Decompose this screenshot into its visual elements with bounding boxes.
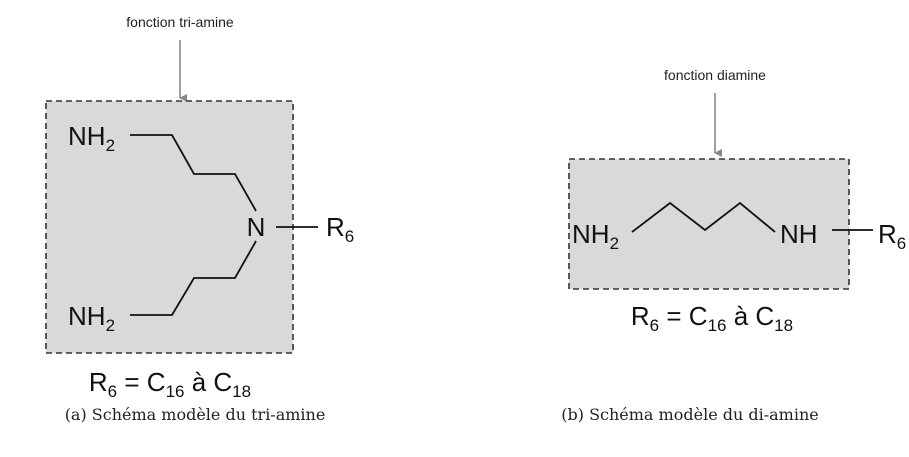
panel-b: fonction diamine NH2 NH R6 R6 = C16 à C1… — [568, 67, 906, 335]
tertiary-nitrogen-label: N — [247, 212, 266, 242]
amine-bottom-label: NH2 — [68, 301, 115, 335]
substituent-r6-b: R6 — [878, 219, 906, 253]
amine-top-label: NH2 — [68, 121, 115, 155]
substituent-r6-a: R6 — [326, 212, 354, 246]
secondary-amine-label: NH — [780, 219, 818, 249]
annotation-tri-amine: fonction tri-amine — [126, 14, 234, 30]
tri-amine-function-box — [45, 100, 294, 354]
annotation-diamine: fonction diamine — [664, 67, 766, 83]
panel-a: fonction tri-amine NH2 NH2 N R6 R6 = C16… — [45, 14, 354, 401]
caption-b: (b) Schéma modèle du di-amine — [561, 405, 819, 424]
upper-propyl-chain — [130, 134, 257, 212]
formula-a: R6 = C16 à C18 — [89, 367, 251, 401]
formula-b: R6 = C16 à C18 — [631, 301, 793, 335]
diamine-function-box — [568, 158, 850, 290]
propyl-chain-b — [631, 201, 776, 233]
amine-left-label: NH2 — [572, 219, 619, 253]
lower-propyl-chain — [130, 240, 257, 316]
caption-a: (a) Schéma modèle du tri-amine — [64, 405, 326, 424]
